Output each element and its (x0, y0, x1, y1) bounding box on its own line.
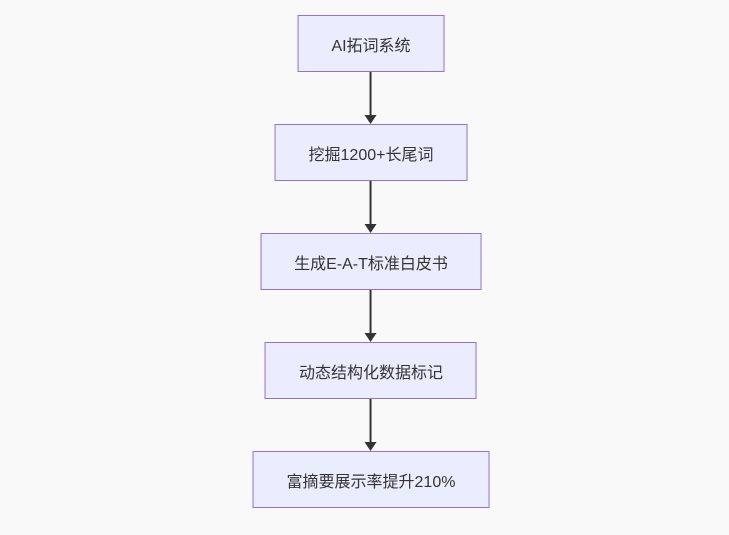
flow-arrow-1 (365, 72, 377, 124)
flow-node-rich-snippet-rate: 富摘要展示率提升210% (252, 451, 490, 508)
flow-node-structured-data-markup: 动态结构化数据标记 (264, 342, 477, 399)
arrow-shaft (370, 72, 372, 117)
flow-arrow-4 (365, 399, 377, 451)
arrow-down-head-icon (365, 442, 377, 451)
arrow-down-head-icon (365, 115, 377, 124)
flow-node-ai-keyword-system: AI拓词系统 (297, 15, 445, 72)
flow-arrow-3 (365, 290, 377, 342)
arrow-down-head-icon (365, 333, 377, 342)
arrow-down-head-icon (365, 224, 377, 233)
arrow-shaft (370, 181, 372, 226)
flow-node-longtail-mining: 挖掘1200+长尾词 (274, 124, 468, 181)
arrow-shaft (370, 399, 372, 444)
flowchart: AI拓词系统 挖掘1200+长尾词 生成E-A-T标准白皮书 动态结构化数据标记… (252, 15, 490, 508)
arrow-shaft (370, 290, 372, 335)
flow-arrow-2 (365, 181, 377, 233)
flow-node-eat-whitepaper: 生成E-A-T标准白皮书 (260, 233, 482, 290)
